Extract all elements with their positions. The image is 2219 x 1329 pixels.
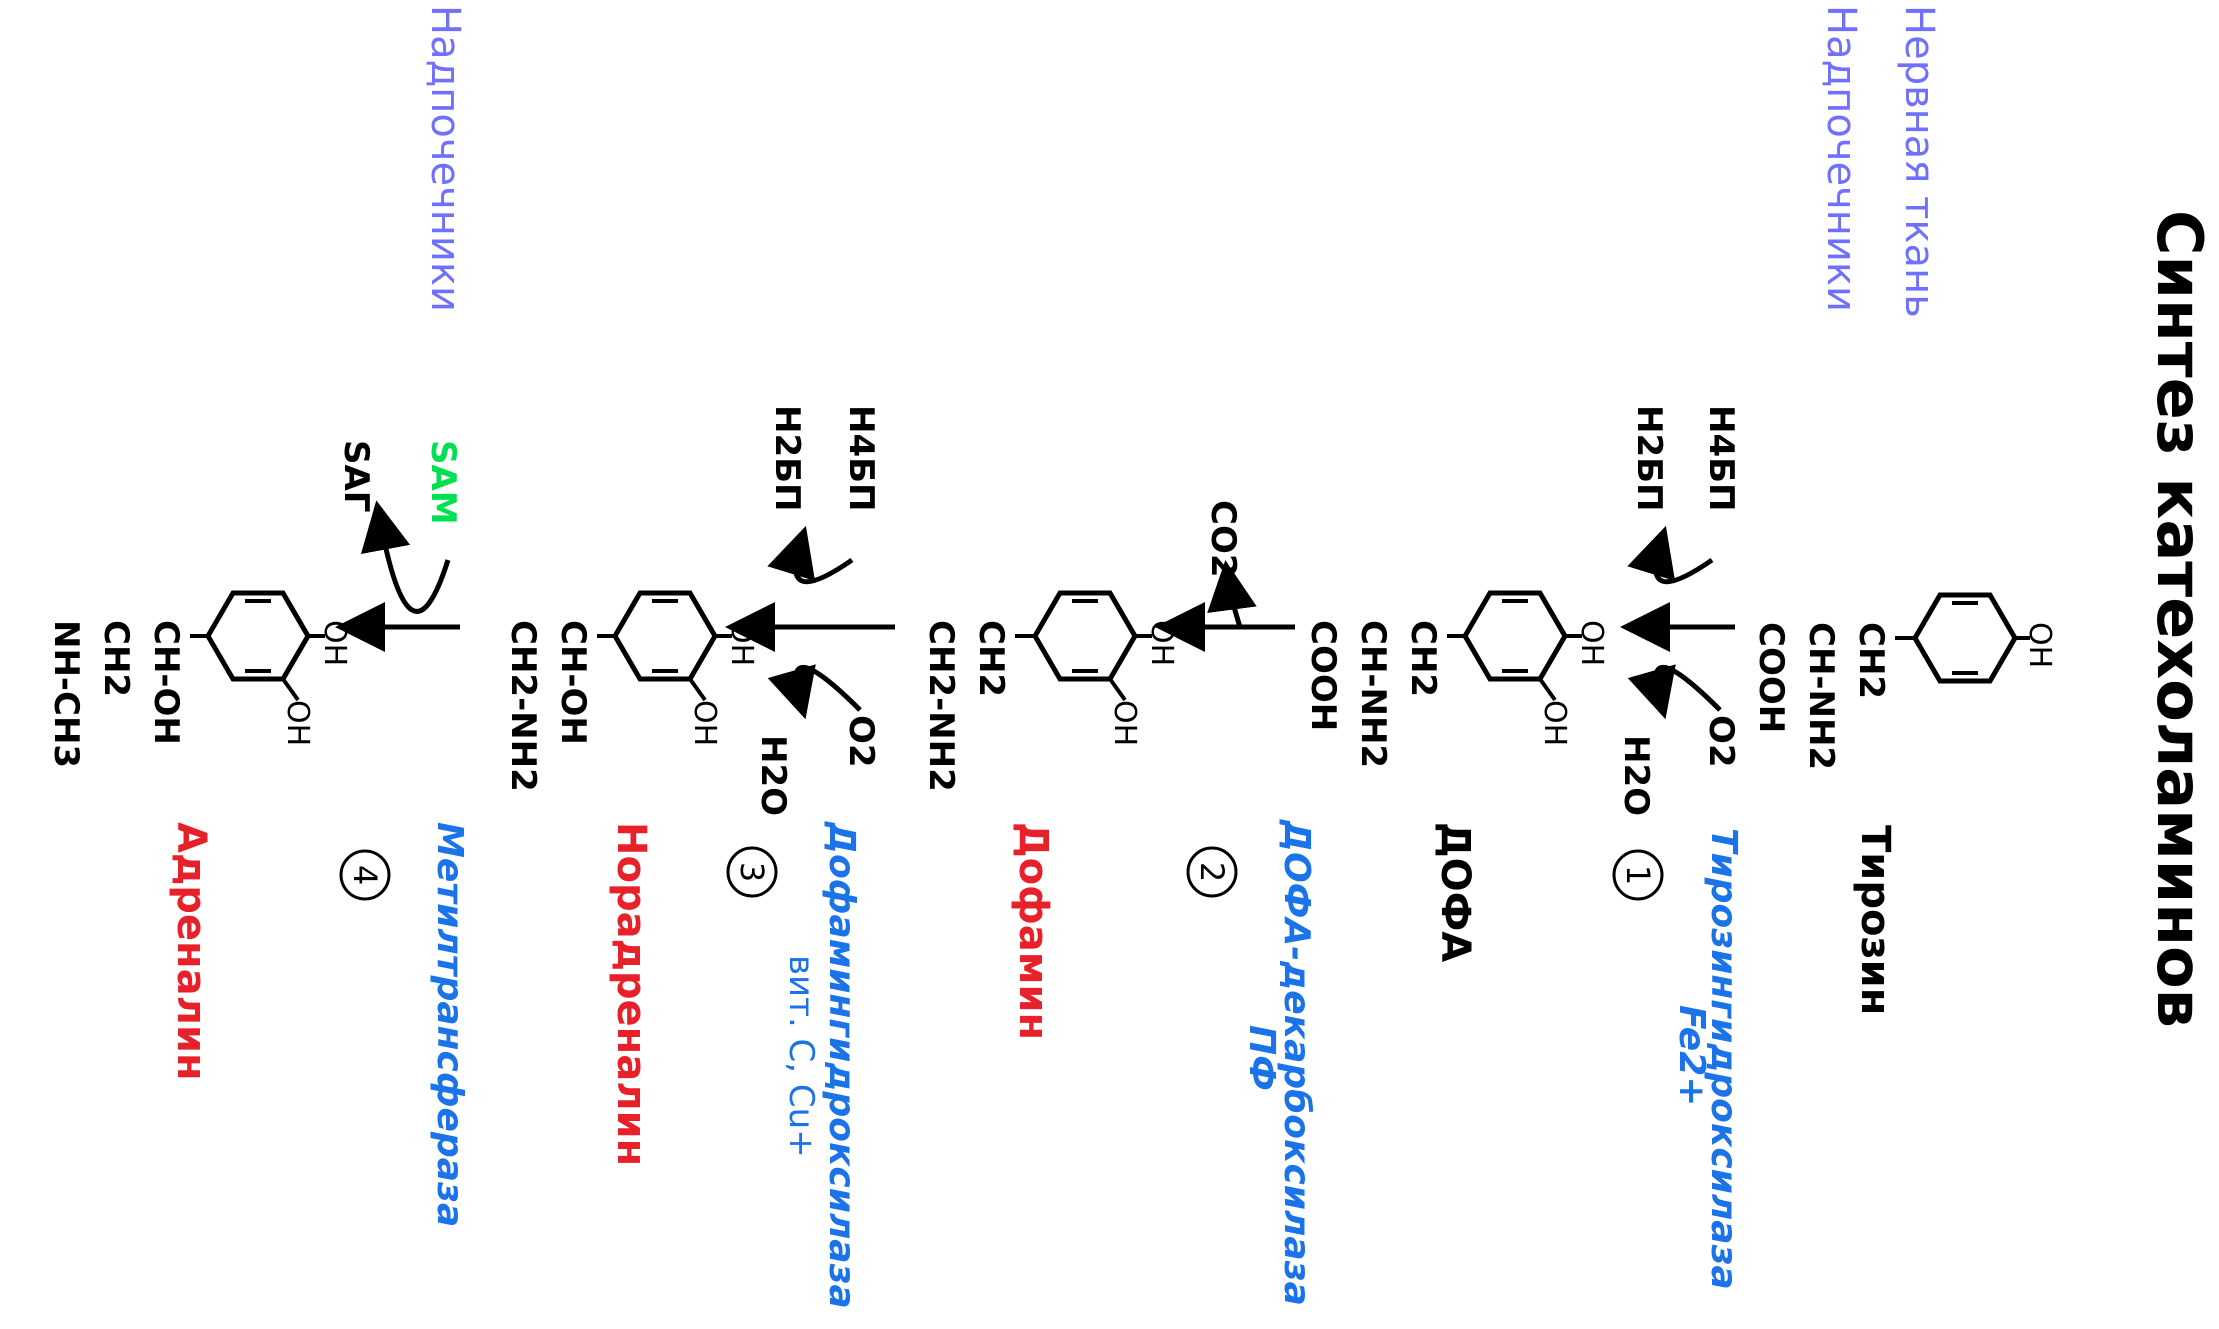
- benzene-ring: [612, 590, 718, 682]
- enzyme-label: Метилтрансфераза: [429, 822, 470, 1227]
- cofactor-in-label: H4БП: [1701, 405, 1741, 511]
- hydroxyl-label: OH: [1537, 700, 1572, 746]
- step-number: 3: [733, 862, 771, 882]
- benzene-ring: [1462, 590, 1568, 682]
- enzyme-label: Тирозингидроксилаза: [1703, 828, 1744, 1290]
- benzene-ring: [205, 590, 311, 682]
- benzene-ring: [1032, 590, 1138, 682]
- hydroxyl-label: OH: [280, 700, 315, 746]
- sag-out-label: SAГ: [336, 440, 376, 512]
- tissue-label-adrenal-2: Надпочечники: [422, 5, 468, 312]
- hydroxyl-label: OH: [687, 700, 722, 746]
- compound-name-dopamine: Дофамин: [1010, 822, 1056, 1040]
- page-title: Синтез катехоламинов: [2143, 210, 2216, 1028]
- group-label: CH2: [96, 620, 136, 697]
- enzyme-label: ДОФА-декарбоксилаза: [1276, 819, 1317, 1306]
- group-label: CH2-NH2: [921, 620, 961, 792]
- cofactor-label: вит. С, Cu+: [781, 955, 821, 1158]
- hydroxyl-label: OH: [1107, 700, 1142, 746]
- group-label: CH-OH: [146, 620, 186, 745]
- group-label: CH2: [1851, 622, 1891, 699]
- water-out-label: H2O: [753, 735, 793, 816]
- cofactor-out-label: H2БП: [1629, 405, 1669, 511]
- sam-arrow: [360, 500, 451, 614]
- compound-dopamine: OH OH CH2 CH2-NH2 Дофамин: [921, 590, 1179, 1040]
- tissue-label-nervous: Нервная ткань: [1896, 5, 1942, 318]
- oxygen-in-label: O2: [841, 715, 881, 768]
- sam-in-label: SAM: [423, 440, 463, 525]
- compound-name-adrenaline: Адреналин: [168, 822, 214, 1081]
- group-label: CH2: [971, 620, 1011, 697]
- compound-dopa: OH OH CH2 CH-NH2 COOH ДОФА: [1303, 590, 1609, 962]
- group-label: CH-OH: [553, 620, 593, 745]
- group-label: COOH: [1303, 620, 1343, 731]
- reaction-step-1: H4БП H2БП O2 H2O 1 Тирозингидроксилаза F…: [1612, 405, 1744, 1290]
- step-number-circle: [1186, 846, 1238, 898]
- compound-name-noradrenaline: Норадреналин: [608, 822, 654, 1166]
- group-label: CH2: [1403, 620, 1443, 697]
- reaction-step-4: SAM SAГ 4 Метилтрансфераза: [335, 440, 470, 1227]
- benzene-ring: [1912, 592, 2018, 684]
- compound-name-tyrosine: Тирозин: [1852, 825, 1898, 1015]
- hydroxyl-label: OH: [2022, 622, 2057, 668]
- group-label: NH-CH3: [46, 620, 86, 768]
- group-label: CH-NH2: [1801, 622, 1841, 770]
- compound-name-dopa: ДОФА: [1432, 822, 1478, 962]
- tissue-label-adrenal-1: Надпочечники: [1818, 5, 1864, 312]
- co2-out-label: CO2: [1203, 500, 1243, 578]
- step-number-circle: [726, 846, 778, 898]
- enzyme-label: Дофамингидроксилаза: [821, 821, 862, 1309]
- oxygen-in-label: O2: [1701, 715, 1741, 768]
- cofactor-arrow: [767, 525, 854, 585]
- step-number: 1: [1619, 865, 1657, 885]
- group-label: CH-NH2: [1353, 620, 1393, 768]
- hydroxyl-label: OH: [1574, 620, 1609, 666]
- water-out-label: H2O: [1616, 735, 1656, 816]
- oxygen-arrow: [1627, 664, 1722, 720]
- step-number: 2: [1193, 862, 1231, 882]
- group-label: COOH: [1751, 622, 1791, 733]
- hydroxyl-label: OH: [724, 620, 759, 666]
- cofactor-out-label: H2БП: [767, 405, 807, 511]
- hydroxyl-label: OH: [1144, 620, 1179, 666]
- hydroxyl-label: OH: [317, 620, 352, 666]
- reaction-step-3: H4БП H2БП O2 H2O 3 Дофамингидроксилаза в…: [725, 405, 895, 1309]
- cofactor-label: Fe2+: [1671, 1005, 1712, 1106]
- co2-arrow: [1207, 560, 1257, 628]
- step-number: 4: [346, 865, 384, 885]
- compound-noradrenaline: OH OH CH-OH CH2-NH2 Норадреналин: [503, 590, 759, 1166]
- step-number-circle: [1612, 849, 1664, 901]
- cofactor-label: ПФ: [1241, 1025, 1282, 1091]
- cofactor-in-label: H4БП: [841, 405, 881, 511]
- step-number-circle: [339, 849, 391, 901]
- compound-adrenaline: OH OH CH-OH CH2 NH-CH3 Адреналин: [46, 590, 352, 1081]
- compound-tyrosine: OH CH2 CH-NH2 COOH Тирозин: [1751, 592, 2057, 1015]
- reaction-step-2: CO2 2 ДОФА-декарбоксилаза ПФ: [1155, 500, 1317, 1306]
- oxygen-arrow: [767, 664, 862, 720]
- cofactor-arrow: [1627, 525, 1714, 585]
- group-label: CH2-NH2: [503, 620, 543, 792]
